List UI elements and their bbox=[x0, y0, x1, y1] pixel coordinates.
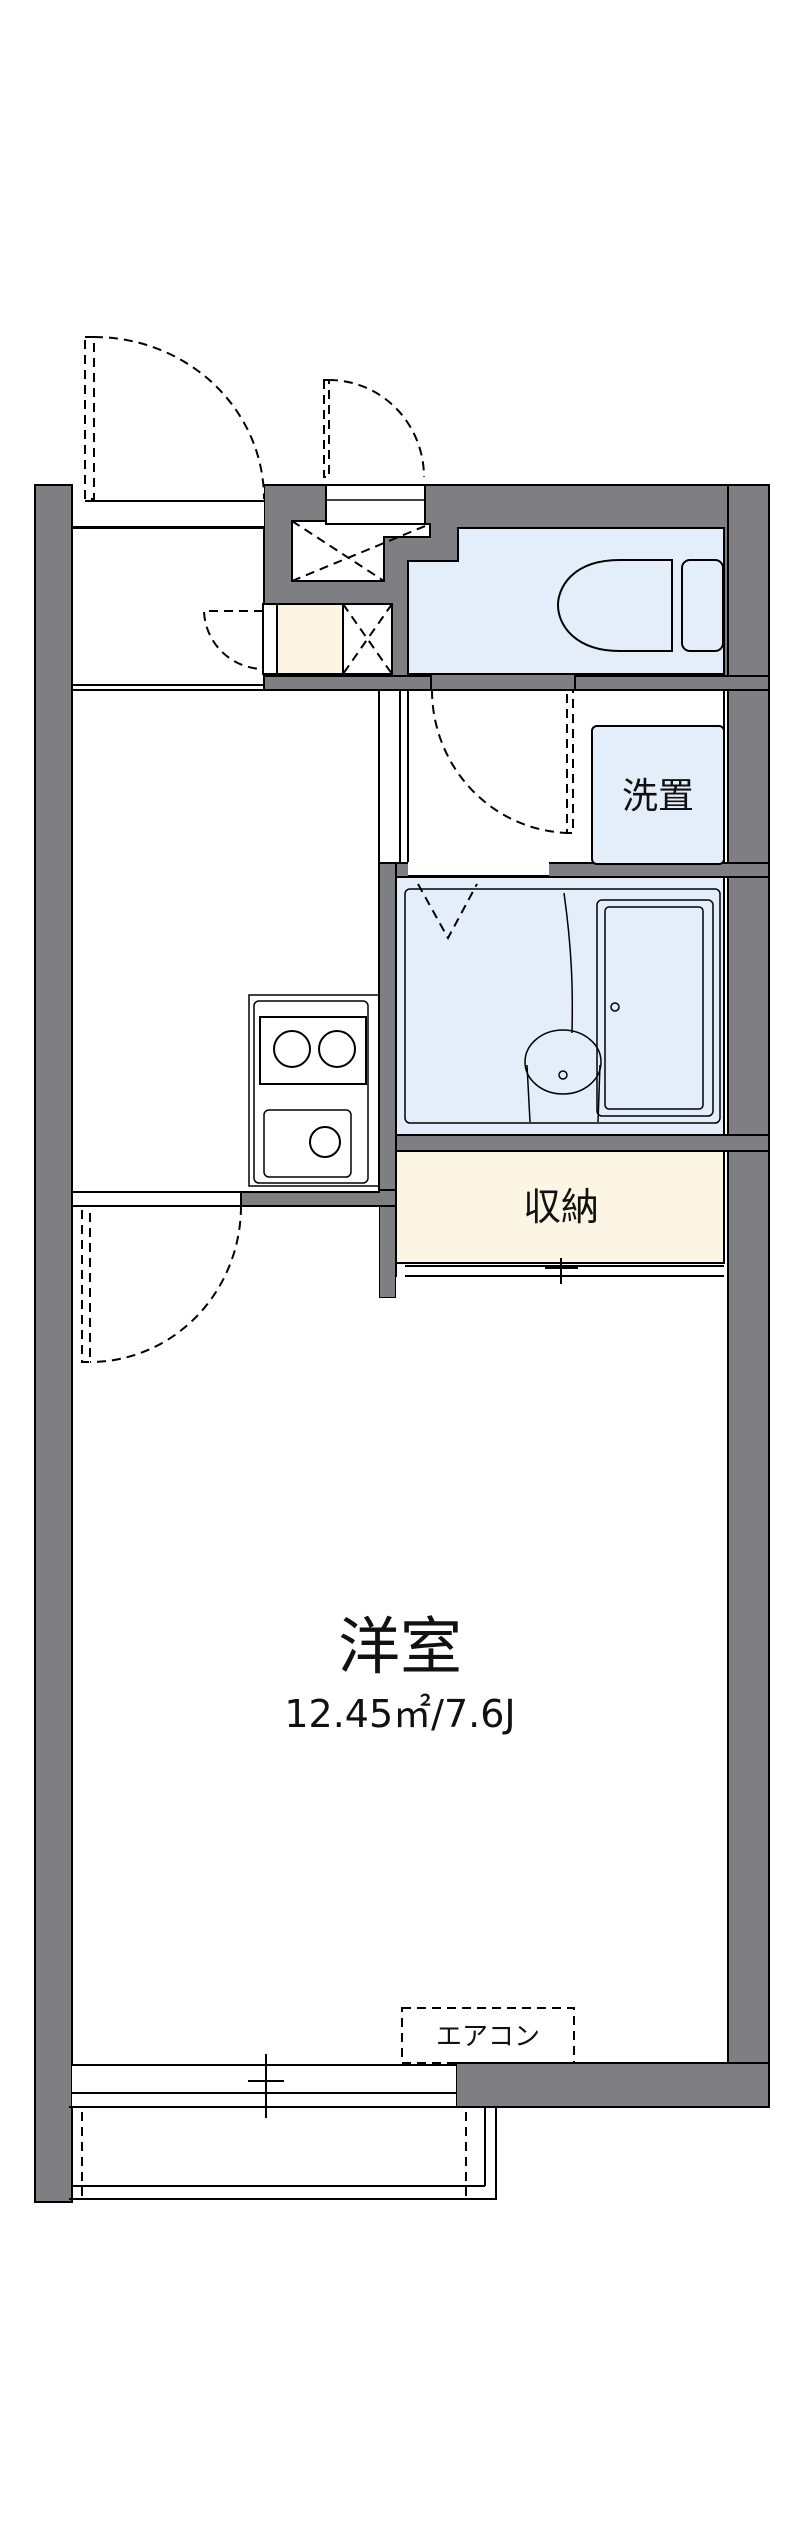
entrance-door[interactable] bbox=[72, 336, 265, 528]
sink-icon bbox=[263, 1109, 352, 1178]
storage-label: 収納 bbox=[523, 1185, 599, 1229]
balcony bbox=[69, 2106, 497, 2200]
stove-icon bbox=[259, 1016, 367, 1085]
washbasin-icon bbox=[524, 1029, 602, 1095]
meter-closet bbox=[291, 520, 431, 582]
kitchen-corridor bbox=[71, 689, 380, 1193]
toilet-room bbox=[407, 527, 725, 675]
kitchen-counter bbox=[248, 994, 380, 1187]
washer-space-label: 洗置 bbox=[622, 776, 694, 817]
walls bbox=[34, 484, 770, 2203]
toilet-tank-icon bbox=[681, 559, 724, 652]
bathroom bbox=[395, 876, 725, 1136]
western-room: 洋室 12.45㎡/7.6J bbox=[71, 1191, 729, 2064]
room-name: 洋室 bbox=[338, 1610, 462, 1683]
washroom: 洗置 bbox=[399, 689, 725, 865]
shoe-cabinet bbox=[202, 603, 393, 675]
washer-space bbox=[591, 725, 725, 865]
balcony-window[interactable] bbox=[72, 2054, 456, 2118]
storage-sliding-door[interactable] bbox=[405, 1258, 724, 1284]
storage: 収納 bbox=[395, 1150, 725, 1264]
bathtub-icon bbox=[596, 899, 714, 1117]
toilet-bowl-icon bbox=[556, 559, 673, 652]
top-window-door[interactable] bbox=[323, 379, 426, 525]
room-area: 12.45㎡/7.6J bbox=[284, 1692, 515, 1736]
room-door[interactable] bbox=[81, 1205, 242, 1363]
air-conditioner: エアコン bbox=[401, 2007, 575, 2064]
air-conditioner-label: エアコン bbox=[436, 2022, 540, 2052]
